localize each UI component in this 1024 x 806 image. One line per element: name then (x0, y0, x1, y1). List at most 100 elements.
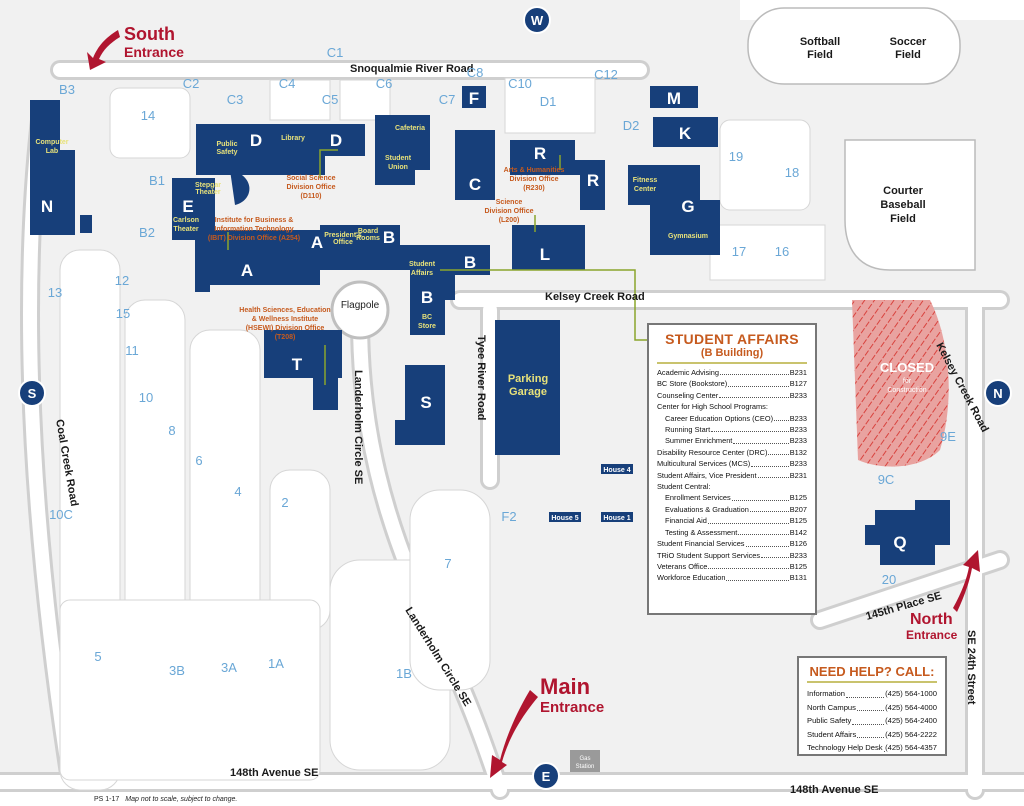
lot-c3: C3 (227, 92, 244, 107)
lot-7: 7 (444, 556, 451, 571)
ibit-office-label-3: (IBIT) Division Office (A254) (208, 235, 300, 242)
parking-garage-label: Parking (508, 373, 548, 385)
lot-2: 2 (281, 495, 288, 510)
lot-3a: 3A (221, 660, 237, 675)
lot-15: 15 (116, 306, 130, 321)
main-entrance-label[interactable]: Main (540, 674, 590, 699)
help-contact-row: Public Safety(425) 564-2400 (807, 714, 937, 728)
building-t-label[interactable]: T (292, 355, 303, 374)
stepgar-label: Stepgar (195, 182, 221, 189)
flagpole-label: Flagpole (341, 300, 380, 311)
student-affairs-item-name: Evaluations & Graduation (665, 504, 749, 514)
student-affairs-item-leader (708, 561, 789, 570)
student-union-label: Student (385, 155, 412, 162)
public-safety-label-2: Safety (216, 149, 237, 156)
student-affairs-item-row: Student Central: (657, 481, 807, 492)
building-a2-label[interactable]: A (241, 261, 253, 280)
building-r-label[interactable]: R (534, 144, 546, 163)
south-entrance-label-2[interactable]: Entrance (124, 44, 184, 60)
student-affairs-label: Student (409, 261, 436, 268)
parking-garage (495, 320, 560, 455)
building-l-label[interactable]: L (540, 245, 550, 264)
student-affairs-item-name: Multicultural Services (MCS) (657, 459, 751, 469)
help-contact-leader (857, 728, 885, 739)
building-f-label[interactable]: F (469, 89, 479, 108)
softball-label: Softball (800, 36, 840, 48)
compass-west[interactable]: W (531, 13, 544, 28)
help-contact-value: (425) 564-4357 (885, 743, 937, 753)
lot-f2: F2 (501, 509, 516, 524)
compass-markers[interactable] (18, 6, 1012, 790)
building-g-label[interactable]: G (681, 197, 694, 216)
help-contact-name: North Campus (807, 702, 856, 712)
compass-south[interactable]: S (28, 386, 37, 401)
student-union-label-2: Union (388, 164, 408, 171)
stepgar-label-2: Theater (195, 189, 221, 196)
compass-east[interactable]: E (542, 769, 551, 784)
help-contact-value: (425) 564-1000 (885, 689, 937, 698)
help-contact-name: Student Affairs (807, 729, 857, 739)
softball-soccer-field (747, 7, 961, 85)
building-d-label[interactable]: D (250, 131, 262, 150)
north-entrance-label[interactable]: North (910, 611, 953, 628)
lot-14: 14 (141, 108, 155, 123)
help-contact-row: North Campus(425) 564-4000 (807, 701, 937, 715)
lot-c4: C4 (279, 76, 296, 91)
lot-4: 4 (234, 484, 241, 499)
house-5-label: House 5 (551, 515, 578, 522)
student-affairs-item-value: B231 (789, 368, 807, 377)
baseball-label: Courter (883, 185, 923, 197)
building-b-label[interactable]: B (383, 228, 395, 247)
baseball-field (844, 139, 976, 271)
lot-17: 17 (732, 244, 746, 259)
building-g (628, 165, 720, 255)
main-entrance-label-2[interactable]: Entrance (540, 699, 604, 716)
lot-c5: C5 (322, 92, 339, 107)
lot-12: 12 (115, 273, 129, 288)
building-e (172, 178, 215, 240)
help-contact-value: (425) 564-2400 (885, 716, 937, 726)
lot-10c: 10C (49, 507, 73, 522)
building-n-label[interactable]: N (41, 197, 53, 216)
building-s-label[interactable]: S (420, 393, 431, 412)
compass-north[interactable]: N (993, 386, 1002, 401)
building-k-label[interactable]: K (679, 124, 692, 143)
student-affairs-item-value: B231 (789, 470, 807, 480)
building-b2-label[interactable]: B (464, 253, 476, 272)
building-l (512, 225, 585, 270)
building-r2-label[interactable]: R (587, 171, 599, 190)
flagpole-circle (330, 280, 390, 340)
building-c-label[interactable]: C (469, 175, 481, 194)
bc-store-label-2: Store (418, 323, 436, 330)
road-tyee: Tyee River Road (475, 335, 487, 420)
science-office-label-2: Division Office (484, 208, 533, 215)
parking-garage-label-2: Garage (509, 386, 547, 398)
building-e-label[interactable]: E (182, 197, 193, 216)
lot-19: 19 (729, 149, 743, 164)
lot-b2: B2 (139, 225, 155, 240)
lot-9c: 9C (878, 472, 895, 487)
building-c (455, 130, 495, 200)
road-kelsey: Kelsey Creek Road (545, 291, 645, 303)
building-m-label[interactable]: M (667, 89, 681, 108)
ibit-office-label-2: Information Technology (214, 226, 293, 233)
house-5-marker (549, 512, 581, 522)
building-m (650, 86, 698, 108)
student-affairs-item-leader (749, 504, 789, 513)
lot-1a: 1A (268, 656, 284, 671)
building-q-label[interactable]: Q (893, 533, 906, 552)
hsewi-office-label-3: (HSEWI) Division Office (246, 325, 325, 332)
building-b3-label[interactable]: B (421, 288, 433, 307)
south-entrance-label[interactable]: South (124, 24, 175, 44)
gymnasium-label: Gymnasium (668, 233, 708, 240)
student-affairs-item-name: Veterans Office (657, 561, 708, 571)
building-a-label[interactable]: A (311, 233, 323, 252)
gas-station-label: Gas (579, 756, 590, 762)
help-contact-value: (425) 564-2222 (885, 729, 937, 739)
building-d2-label[interactable]: D (330, 131, 342, 150)
north-entrance-label-2[interactable]: Entrance (906, 628, 958, 642)
